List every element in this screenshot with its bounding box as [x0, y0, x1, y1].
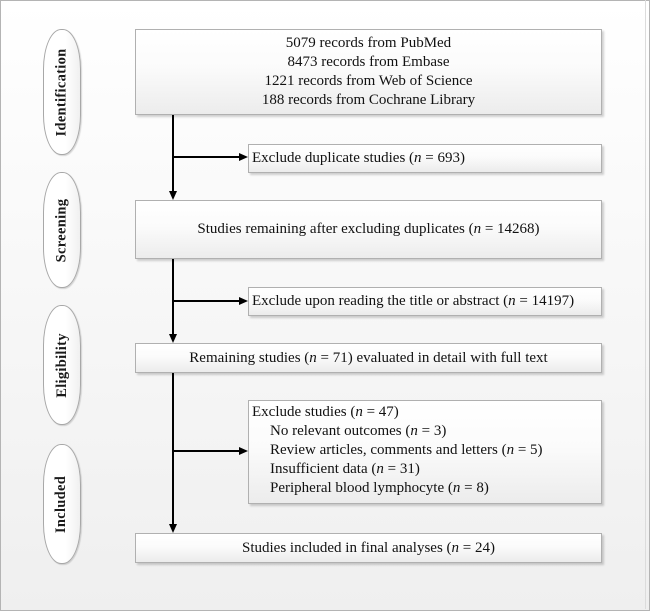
branch-line-3 [172, 450, 240, 452]
n-symbol: n [414, 150, 422, 166]
n-symbol: n [376, 461, 384, 477]
text: = 24) [459, 539, 495, 556]
arrow-down-icon [169, 524, 177, 533]
stage-included: Included [43, 444, 81, 564]
exclude-studies-box: Exclude studies (n = 47) No relevant out… [248, 400, 602, 504]
flow-line-3 [172, 372, 174, 525]
exclude-reason: Peripheral blood lymphocyte (n = 8) [252, 479, 601, 498]
n-symbol: n [410, 423, 418, 439]
text: = 5) [514, 442, 543, 458]
stage-eligibility: Eligibility [43, 305, 81, 425]
eligibility-box: Remaining studies (n = 71) evaluated in … [135, 343, 602, 373]
text: Insufficient data ( [270, 461, 377, 477]
exclude-title-box: Exclude upon reading the title or abstra… [248, 287, 602, 316]
exclude-header: Exclude studies (n = 47) [252, 403, 601, 422]
n-symbol: n [508, 293, 516, 309]
frame-inner-line [645, 0, 646, 609]
included-box: Studies included in final analyses (n = … [135, 533, 602, 563]
exclude-reason: Review articles, comments and letters (n… [252, 441, 601, 460]
screening-box: Studies remaining after excluding duplic… [135, 200, 602, 259]
text: Exclude studies ( [252, 404, 356, 420]
exclude-duplicates-box: Exclude duplicate studies (n = 693) [248, 144, 602, 173]
n-symbol: n [473, 221, 482, 237]
text: No relevant outcomes ( [270, 423, 411, 439]
record-line: 5079 records from PubMed [285, 35, 452, 51]
n-symbol: n [451, 539, 460, 556]
text: Exclude duplicate studies ( [252, 150, 415, 166]
identification-box: 5079 records from PubMed 8473 records fr… [135, 29, 602, 115]
exclude-reason: Insufficient data (n = 31) [252, 460, 601, 479]
text: = 14268) [481, 221, 540, 237]
exclude-reason: No relevant outcomes (n = 3) [252, 422, 601, 441]
stage-identification: Identification [43, 29, 81, 155]
arrow-down-icon [169, 191, 177, 200]
text: Exclude upon reading the title or abstra… [252, 293, 509, 309]
text: = 693) [421, 150, 466, 166]
flow-line-1 [172, 114, 174, 192]
text: = 14197) [515, 293, 575, 309]
stage-label: Eligibility [53, 332, 70, 398]
text: = 71) evaluated in detail with full text [316, 349, 548, 366]
text: = 31) [383, 461, 420, 477]
flow-line-2 [172, 258, 174, 335]
text: Review articles, comments and letters ( [270, 442, 507, 458]
text: Studies included in final analyses ( [241, 539, 452, 556]
n-symbol: n [355, 404, 363, 420]
n-symbol: n [506, 442, 515, 458]
arrow-down-icon [169, 334, 177, 343]
arrow-right-icon [239, 297, 248, 305]
stage-label: Screening [53, 198, 70, 262]
arrow-right-icon [239, 153, 248, 161]
stage-label: Identification [53, 48, 70, 136]
text: Studies remaining after excluding duplic… [197, 221, 474, 237]
text: = 8) [460, 480, 489, 496]
branch-line-1 [172, 156, 240, 158]
record-line: 188 records from Cochrane Library [261, 92, 476, 108]
branch-line-2 [172, 300, 240, 302]
n-symbol: n [452, 480, 461, 496]
stage-label: Included [53, 475, 70, 533]
text: Peripheral blood lymphocyte ( [270, 480, 453, 496]
text: Remaining studies ( [189, 349, 310, 366]
record-line: 1221 records from Web of Science [264, 73, 473, 89]
text: = 3) [417, 423, 447, 439]
n-symbol: n [309, 349, 317, 366]
stage-screening: Screening [43, 172, 81, 288]
arrow-right-icon [239, 447, 248, 455]
record-line: 8473 records from Embase [287, 54, 450, 70]
text: = 47) [362, 404, 399, 420]
